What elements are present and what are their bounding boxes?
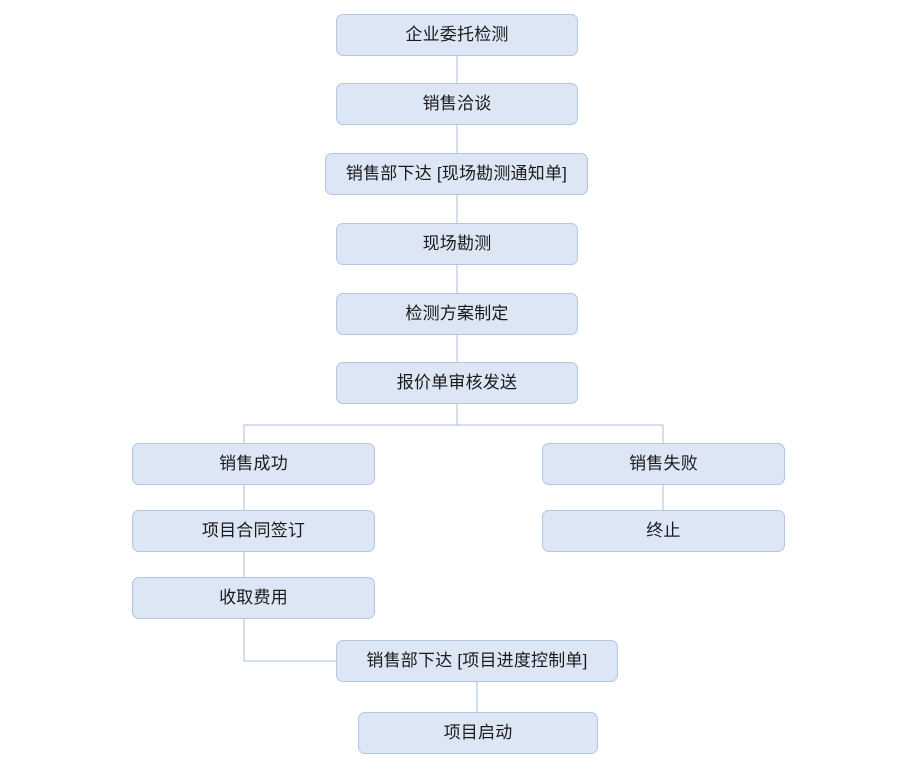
flow-node-n4[interactable]: 现场勘测 [336,223,578,265]
flow-node-label: 销售部下达 [现场勘测通知单] [345,163,568,183]
flow-node-n13[interactable]: 项目启动 [358,712,598,754]
flow-node-n7[interactable]: 销售成功 [132,443,375,485]
flow-node-label: 销售洽谈 [422,93,492,113]
flow-node-n9[interactable]: 项目合同签订 [132,510,375,552]
flow-node-label: 现场勘测 [422,233,492,253]
connector-n6-to-n7 [243,404,458,443]
flow-node-label: 企业委托检测 [405,24,509,44]
flow-node-label: 终止 [646,520,681,540]
flow-node-label: 项目合同签订 [201,520,306,540]
connector-n11-to-n12 [243,619,336,662]
connector-n6-to-n8 [456,404,664,443]
flow-node-n10[interactable]: 终止 [542,510,785,552]
flow-node-label: 销售失败 [629,453,698,473]
flow-node-n5[interactable]: 检测方案制定 [336,293,578,335]
flow-node-label: 收取费用 [219,587,288,607]
flow-node-n1[interactable]: 企业委托检测 [336,14,578,56]
flow-node-label: 报价单审核发送 [396,372,518,392]
flow-node-label: 检测方案制定 [405,303,509,323]
flow-node-n8[interactable]: 销售失败 [542,443,785,485]
flow-node-n6[interactable]: 报价单审核发送 [336,362,578,404]
flow-node-n12[interactable]: 销售部下达 [项目进度控制单] [336,640,618,682]
flow-node-n2[interactable]: 销售洽谈 [336,83,578,125]
flow-node-n3[interactable]: 销售部下达 [现场勘测通知单] [325,153,588,195]
flow-node-label: 项目启动 [443,722,513,742]
flow-node-n11[interactable]: 收取费用 [132,577,375,619]
flow-node-label: 销售部下达 [项目进度控制单] [366,650,588,670]
flow-node-label: 销售成功 [219,453,288,473]
